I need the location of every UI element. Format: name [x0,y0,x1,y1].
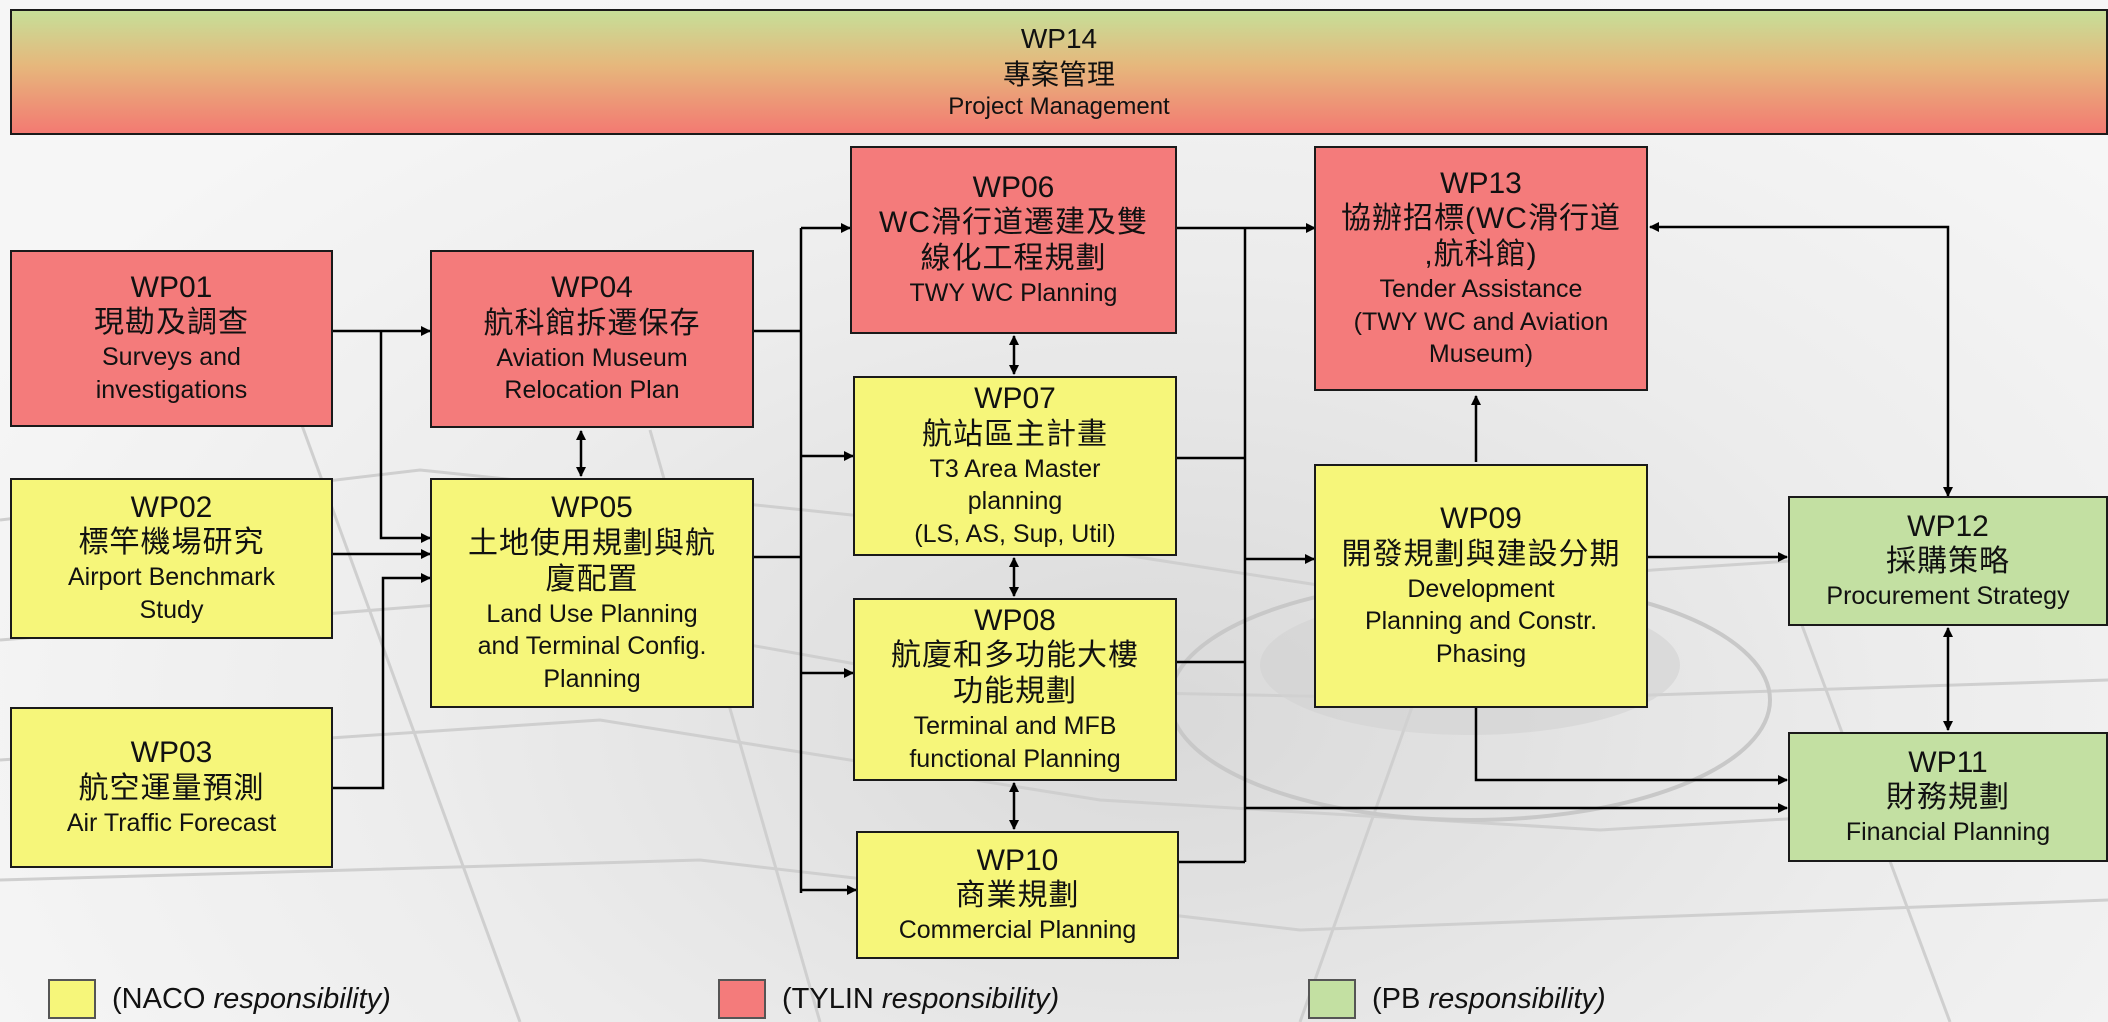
wp04-zh: 航科館拆遷保存 [483,306,701,340]
wp03-en: Air Traffic Forecast [66,808,277,837]
wp10-box: WP10 商業規劃 Commercial Planning [856,831,1179,959]
wp06-code: WP06 [972,170,1055,204]
wp02-zh: 標竿機場研究 [78,526,265,560]
wp08-code: WP08 [974,603,1056,637]
wp02-code: WP02 [130,490,213,524]
legend-tylin-swatch [718,979,766,1019]
wp08-en: Terminal and MFB functional Planning [909,712,1121,773]
wp14-en: Project Management [948,93,1170,121]
legend-naco: (NACO responsibility) [48,979,391,1019]
wp05-code: WP05 [551,491,633,524]
wp13-zh: 協辦招標(WC滑行道 ,航科館) [1341,202,1621,271]
wp09-box: WP09 開發規劃與建設分期 Development Planning and … [1314,464,1648,708]
wp12-box: WP12 採購策略 Procurement Strategy [1788,496,2108,626]
wp06-en: TWY WC Planning [909,279,1118,307]
wp10-code: WP10 [976,843,1059,877]
wp10-zh: 商業規劃 [955,879,1080,912]
legend-tylin-label: (TYLIN responsibility) [782,982,1060,1015]
wp06-box: WP06 WC滑行道遷建及雙 線化工程規劃 TWY WC Planning [850,146,1177,334]
wp07-code: WP07 [974,382,1056,415]
wp07-en: T3 Area Master planning (LS, AS, Sup, Ut… [914,454,1116,548]
wp11-code: WP11 [1908,745,1988,779]
wp12-en: Procurement Strategy [1826,582,2070,610]
wp01-en: Surveys and investigations [95,343,248,404]
wp01-box: WP01 現勘及調查 Surveys and investigations [10,250,333,427]
wp01-code: WP01 [130,270,213,304]
legend-pb-swatch [1308,979,1356,1019]
wp02-box: WP02 標竿機場研究 Airport Benchmark Study [10,478,333,639]
legend-naco-swatch [48,979,96,1019]
wp10-en: Commercial Planning [898,916,1137,944]
wp05-box: WP05 土地使用規劃與航 廈配置 Land Use Planning and … [430,478,754,708]
wp05-zh: 土地使用規劃與航 廈配置 [468,526,716,596]
wp03-zh: 航空運量預測 [78,771,265,805]
wp07-zh: 航站區主計畫 [922,417,1108,451]
wp06-zh: WC滑行道遷建及雙 線化工程規劃 [879,206,1148,275]
wp14-zh: 專案管理 [1002,58,1115,90]
wp03-box: WP03 航空運量預測 Air Traffic Forecast [10,707,333,868]
wp13-en: Tender Assistance (TWY WC and Aviation M… [1353,275,1609,368]
wp01-zh: 現勘及調查 [94,306,249,340]
wp13-box: WP13 協辦招標(WC滑行道 ,航科館) Tender Assistance … [1314,146,1648,391]
wp04-box: WP04 航科館拆遷保存 Aviation Museum Relocation … [430,250,754,428]
wp04-en: Aviation Museum Relocation Plan [496,343,688,405]
legend-tylin: (TYLIN responsibility) [718,979,1059,1019]
wp08-zh: 航廈和多功能大樓 功能規劃 [891,639,1139,709]
wp09-en: Development Planning and Constr. Phasing [1364,574,1598,668]
wp14-code: WP14 [1020,22,1098,54]
wp02-en: Airport Benchmark Study [67,563,276,624]
wp09-zh: 開發規劃與建設分期 [1341,537,1621,571]
wp11-zh: 財務規劃 [1886,781,2010,814]
wp12-zh: 採購策略 [1886,545,2010,578]
legend-pb-label: (PB responsibility) [1372,982,1606,1015]
wp11-box: WP11 財務規劃 Financial Planning [1788,732,2108,862]
wp08-box: WP08 航廈和多功能大樓 功能規劃 Terminal and MFB func… [853,598,1177,781]
wp05-en: Land Use Planning and Terminal Config. P… [477,599,707,693]
wp07-box: WP07 航站區主計畫 T3 Area Master planning (LS,… [853,376,1177,556]
legend-pb: (PB responsibility) [1308,979,1606,1019]
wp04-code: WP04 [551,271,633,305]
wp13-code: WP13 [1440,166,1522,200]
wp03-code: WP03 [130,736,213,769]
wp14-project-management-banner: WP14 專案管理 Project Management [10,9,2108,135]
legend-naco-label: (NACO responsibility) [112,982,391,1015]
wp12-code: WP12 [1907,509,1989,543]
wp11-en: Financial Planning [1845,818,2051,846]
wp09-code: WP09 [1440,502,1522,535]
